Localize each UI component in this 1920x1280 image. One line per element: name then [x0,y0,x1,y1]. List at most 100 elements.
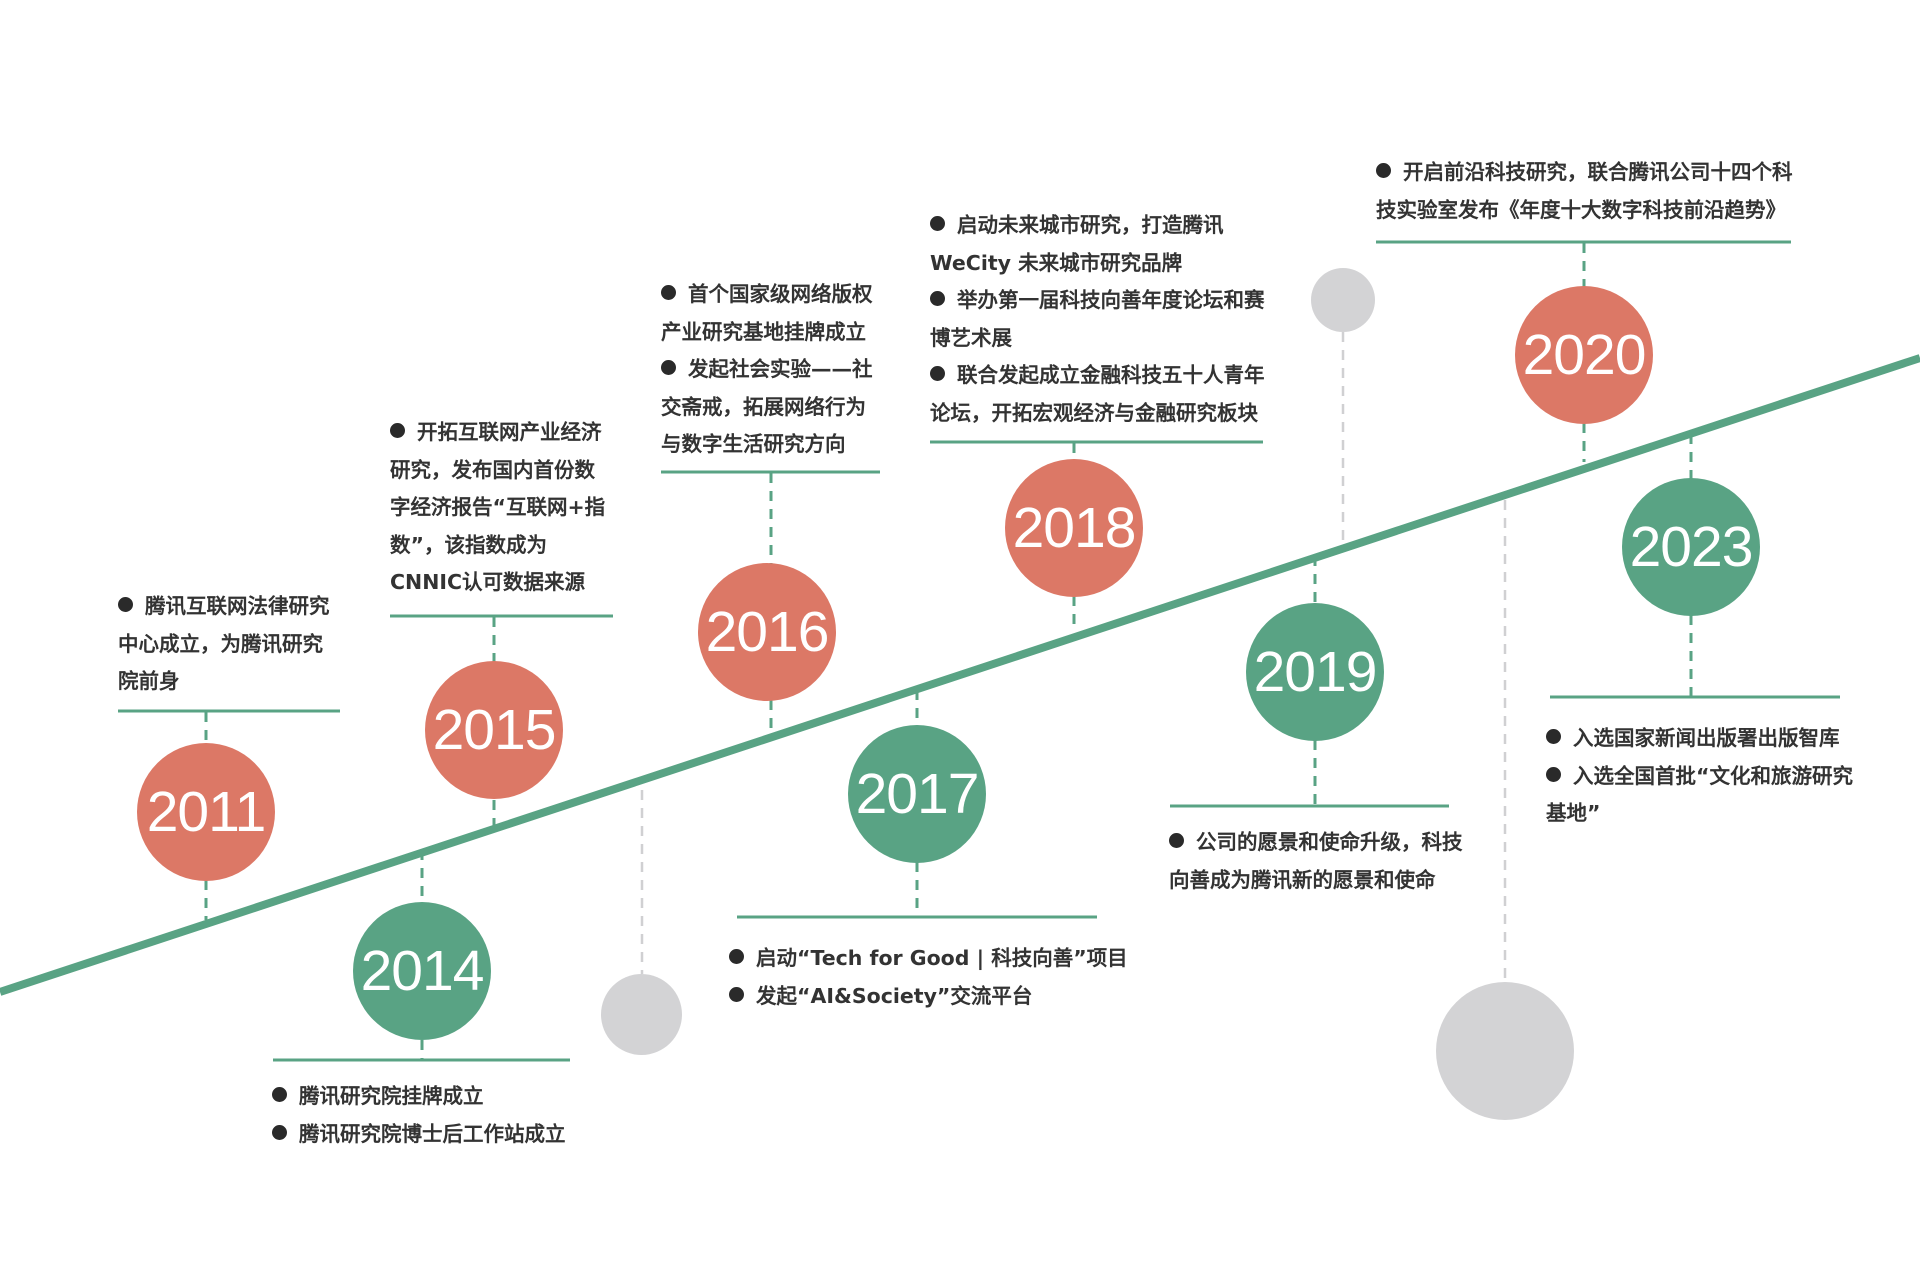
bullet-icon [930,216,945,231]
note-text: 启动未来城市研究，打造腾讯 [957,213,1224,237]
note-text: 首个国家级网络版权 [688,282,873,306]
note-line: 举办第一届科技向善年度论坛和赛 [930,282,1265,320]
year-label: 2014 [360,939,485,1003]
year-circle-2014: 2014 [353,902,491,1040]
note-text: 入选国家新闻出版署出版智库 [1573,726,1840,750]
note-text: 中心成立，为腾讯研究 [118,631,323,656]
bullet-icon [390,423,405,438]
note-line: 入选全国首批“文化和旅游研究 [1546,758,1853,796]
note-text: 字经济报告“互联网+指 [390,495,606,519]
note-line: 博艺术展 [930,320,1265,358]
bullet-icon [1546,729,1561,744]
note-text: 公司的愿景和使命升级，科技 [1196,830,1463,854]
note-line: 发起社会实验——社 [661,351,873,389]
note-line: 公司的愿景和使命升级，科技 [1169,824,1463,862]
year-label: 2018 [1012,496,1137,560]
note-line: 开启前沿科技研究，联合腾讯公司十四个科 [1376,154,1793,192]
milestone-2016-notes: 首个国家级网络版权 产业研究基地挂牌成立 发起社会实验——社 交斋戒，拓展网络行… [661,276,873,464]
year-label: 2016 [705,600,830,664]
note-line: 中心成立，为腾讯研究 [118,626,330,664]
note-text: 交斋戒，拓展网络行为 [661,394,866,419]
bullet-icon [1546,766,1561,782]
note-line: 腾讯研究院挂牌成立 [272,1078,566,1116]
note-text: 发起社会实验——社 [688,357,873,381]
bullet-icon [729,949,744,964]
year-circle-2023: 2023 [1622,478,1760,616]
note-line: 启动“Tech for Good | 科技向善”项目 [729,940,1128,978]
note-line: 研究，发布国内首份数 [390,452,605,490]
decorative-gray-dot-small [1311,268,1375,332]
bullet-icon [729,986,744,1002]
year-circle-2011: 2011 [137,743,275,881]
milestone-2023-notes: 入选国家新闻出版署出版智库 入选全国首批“文化和旅游研究 基地” [1546,720,1853,833]
milestone-2017-notes: 启动“Tech for Good | 科技向善”项目 发起“AI&Society… [729,940,1128,1015]
bullet-icon [272,1087,287,1102]
bullet-icon [930,366,945,381]
note-text: 博艺术展 [930,325,1012,350]
note-line: 字经济报告“互联网+指 [390,489,605,527]
note-text: WeCity 未来城市研究品牌 [930,250,1183,275]
note-text: 院前身 [118,669,180,693]
bullet-icon [272,1124,287,1140]
year-circle-2018: 2018 [1005,459,1143,597]
note-text: 技实验室发布《年度十大数字科技前沿趋势》 [1376,197,1786,222]
note-text: 腾讯研究院博士后工作站成立 [299,1121,566,1146]
note-text: 举办第一届科技向善年度论坛和赛 [957,288,1265,312]
note-line: 产业研究基地挂牌成立 [661,314,873,352]
note-text: 论坛，开拓宏观经济与金融研究板块 [930,400,1258,425]
note-line: 腾讯互联网法律研究 [118,588,330,626]
note-text: 联合发起成立金融科技五十人青年 [957,363,1265,387]
year-label: 2011 [146,780,267,844]
year-circle-2020: 2020 [1515,286,1653,424]
decorative-gray-dot-large [1436,982,1574,1120]
bullet-icon [118,597,133,612]
note-line: 腾讯研究院博士后工作站成立 [272,1116,566,1154]
note-text: 研究，发布国内首份数 [390,457,595,482]
year-circle-2016: 2016 [698,563,836,701]
note-line: 技实验室发布《年度十大数字科技前沿趋势》 [1376,192,1793,230]
year-label: 2020 [1522,323,1647,387]
note-line: 数”，该指数成为 [390,527,605,565]
bullet-icon [930,291,945,306]
note-line: 论坛，开拓宏观经济与金融研究板块 [930,395,1265,433]
connector-lines [118,240,1840,1062]
note-line: 院前身 [118,663,330,701]
note-text: 向善成为腾讯新的愿景和使命 [1169,867,1436,892]
bullet-icon [1169,833,1184,848]
note-text: 发起“AI&Society”交流平台 [756,983,1033,1008]
note-line: CNNIC认可数据来源 [390,564,605,602]
note-text: 与数字生活研究方向 [661,432,846,456]
milestone-2015-notes: 开拓互联网产业经济 研究，发布国内首份数 字经济报告“互联网+指 数”，该指数成… [390,414,605,602]
timeline-axis-line [0,354,1920,996]
note-line: 入选国家新闻出版署出版智库 [1546,720,1853,758]
milestone-2019-notes: 公司的愿景和使命升级，科技 向善成为腾讯新的愿景和使命 [1169,824,1463,899]
note-text: 产业研究基地挂牌成立 [661,319,866,344]
note-text: 开拓互联网产业经济 [417,420,602,444]
note-line: 首个国家级网络版权 [661,276,873,314]
milestone-2020-notes: 开启前沿科技研究，联合腾讯公司十四个科 技实验室发布《年度十大数字科技前沿趋势》 [1376,154,1793,229]
note-line: 开拓互联网产业经济 [390,414,605,452]
note-line: 发起“AI&Society”交流平台 [729,978,1128,1016]
note-text: 数”，该指数成为 [390,532,547,557]
note-line: 交斋戒，拓展网络行为 [661,389,873,427]
note-text: 开启前沿科技研究，联合腾讯公司十四个科 [1403,160,1793,184]
milestone-2011-notes: 腾讯互联网法律研究 中心成立，为腾讯研究 院前身 [118,588,330,701]
note-line: 基地” [1546,795,1853,833]
milestone-2018-notes: 启动未来城市研究，打造腾讯 WeCity 未来城市研究品牌 举办第一届科技向善年… [930,207,1265,432]
year-label: 2017 [855,762,980,826]
bullet-icon [1376,163,1391,178]
note-text: 腾讯互联网法律研究 [145,594,330,618]
milestone-2014-notes: 腾讯研究院挂牌成立 腾讯研究院博士后工作站成立 [272,1078,566,1153]
year-label: 2023 [1629,515,1754,579]
bullet-icon [661,360,676,375]
note-text: 腾讯研究院挂牌成立 [299,1084,484,1108]
note-line: 联合发起成立金融科技五十人青年 [930,357,1265,395]
decorative-gray-dot-medium [601,974,682,1055]
note-text: CNNIC认可数据来源 [390,570,586,594]
note-text: 启动“Tech for Good | 科技向善”项目 [756,946,1128,970]
year-circle-2019: 2019 [1246,603,1384,741]
note-text: 基地” [1546,801,1601,825]
note-line: 与数字生活研究方向 [661,426,873,464]
